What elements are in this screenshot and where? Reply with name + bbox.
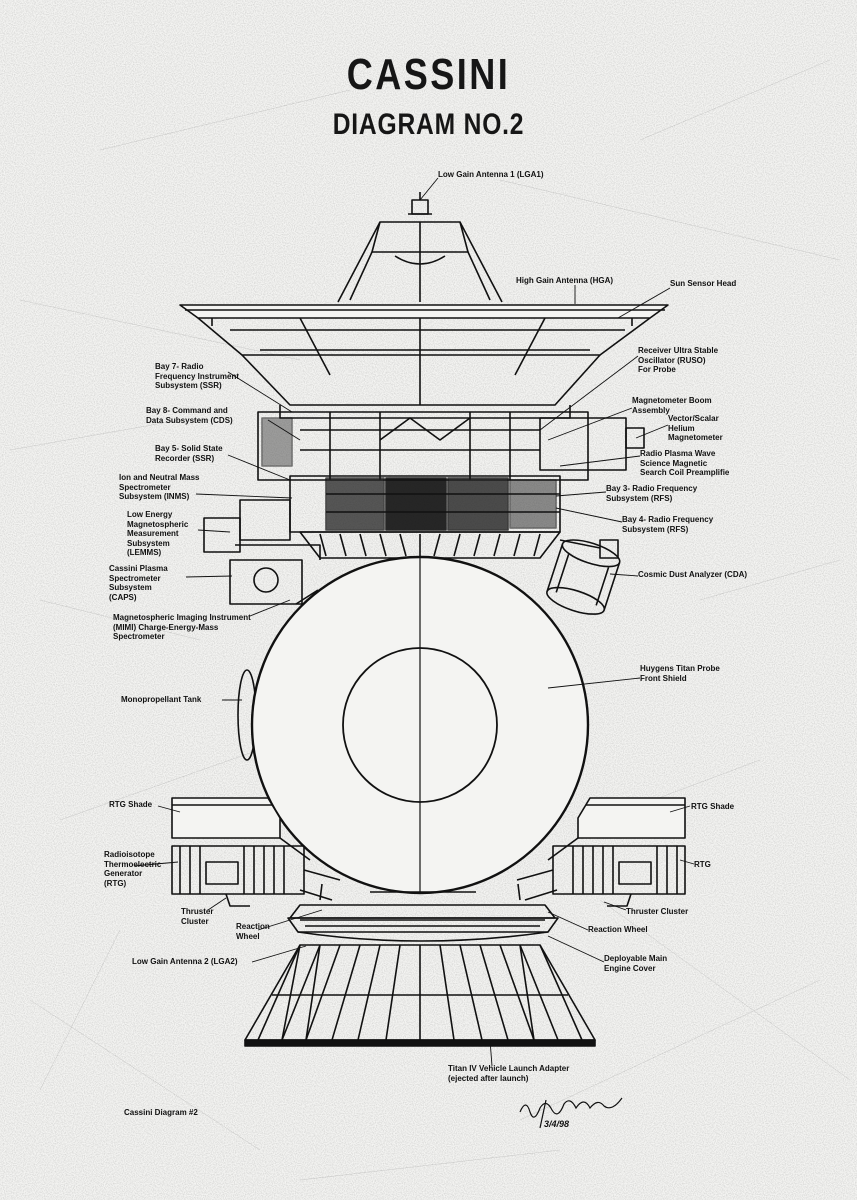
label-bay3: Bay 3- Radio Frequency Subsystem (RFS) xyxy=(606,484,698,503)
label-bay7: Bay 7- Radio Frequency Instrument Subsys… xyxy=(155,362,240,390)
signature-date: 3/4/98 xyxy=(544,1119,570,1129)
label-thruster-right: Thruster Cluster xyxy=(626,907,689,916)
label-mag-boom: Magnetometer Boom Assembly xyxy=(632,396,712,415)
spacecraft-drawing xyxy=(171,192,686,1047)
label-thruster-left: Thruster Cluster xyxy=(181,907,214,926)
label-huygens: Huygens Titan Probe Front Shield xyxy=(640,664,720,683)
label-rpws: Radio Plasma Wave Science Magnetic Searc… xyxy=(640,449,730,477)
label-bay8: Bay 8- Command and Data Subsystem (CDS) xyxy=(146,406,233,425)
label-tank: Monopropellant Tank xyxy=(121,695,202,704)
cosmic-dust-analyzer xyxy=(546,539,621,615)
label-mimi: Magnetospheric Imaging Instrument (MIMI)… xyxy=(113,613,251,641)
label-sun-sensor: Sun Sensor Head xyxy=(670,279,737,288)
label-rtg-shade-right: RTG Shade xyxy=(691,802,735,811)
label-ruso: Receiver Ultra Stable Oscillator (RUSO) … xyxy=(638,346,719,374)
rtg-left xyxy=(171,797,341,907)
label-lemms: Low Energy Magnetospheric Measurement Su… xyxy=(127,510,189,557)
hga-tripod xyxy=(337,221,503,303)
label-lga1: Low Gain Antenna 1 (LGA1) xyxy=(438,170,544,179)
label-bay4: Bay 4- Radio Frequency Subsystem (RFS) xyxy=(622,515,714,534)
label-bay5: Bay 5- Solid State Recorder (SSR) xyxy=(155,444,223,463)
label-engine-cover: Deployable Main Engine Cover xyxy=(604,954,668,973)
cda-mount xyxy=(559,539,619,559)
label-rtg-right: RTG xyxy=(694,860,711,869)
label-hga: High Gain Antenna (HGA) xyxy=(516,276,614,285)
lower-deck xyxy=(287,883,559,942)
label-launch-adapter: Titan IV Vehicle Launch Adapter (ejected… xyxy=(448,1064,570,1083)
leader-lines xyxy=(133,177,695,1067)
label-vshm: Vector/Scalar Helium Magnetometer xyxy=(668,414,723,442)
poster-subtitle: DIAGRAM NO.2 xyxy=(332,108,525,141)
rtg-right xyxy=(516,797,686,907)
signature-mark xyxy=(519,1097,623,1129)
label-cda: Cosmic Dust Analyzer (CDA) xyxy=(638,570,748,579)
instrument-bus xyxy=(203,411,645,605)
label-wheel-left: Reaction Wheel xyxy=(236,922,270,941)
label-caps: Cassini Plasma Spectrometer Subsystem (C… xyxy=(109,564,168,602)
footer-caption: Cassini Diagram #2 xyxy=(124,1108,198,1117)
label-inms: Ion and Neutral Mass Spectrometer Subsys… xyxy=(119,473,200,501)
label-wheel-right: Reaction Wheel xyxy=(588,925,648,934)
poster-title: CASSINI xyxy=(346,50,511,99)
huygens-probe xyxy=(237,555,590,895)
label-rtg-shade-left: RTG Shade xyxy=(109,800,153,809)
label-lga2: Low Gain Antenna 2 (LGA2) xyxy=(132,957,238,966)
label-rtg-left: Radioisotope Thermoelectric Generator (R… xyxy=(104,850,162,888)
launch-adapter xyxy=(244,944,596,1047)
